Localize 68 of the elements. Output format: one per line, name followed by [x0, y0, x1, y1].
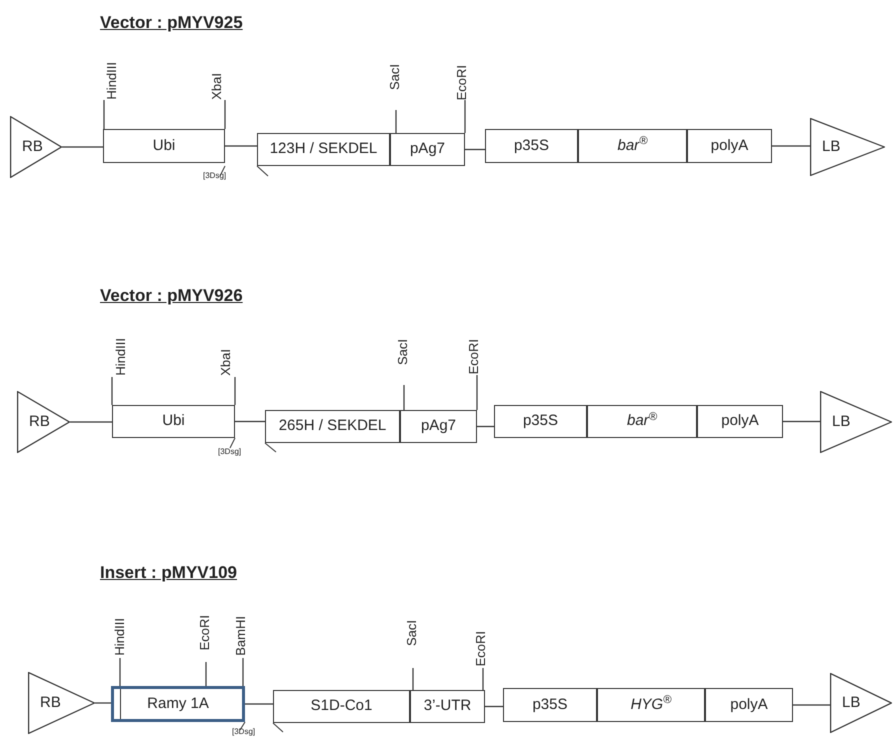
- gene-box: Ramy 1A: [111, 686, 245, 722]
- restriction-site-label: HindIII: [113, 618, 126, 656]
- element-box: pAg7: [390, 133, 465, 166]
- element-box: Ubi: [112, 405, 235, 438]
- leader-line: [482, 668, 484, 690]
- element-box: HYG$^{®}$: [597, 688, 705, 722]
- border-triangle: LB: [820, 391, 892, 453]
- restriction-site-label: EcoRI: [474, 630, 487, 666]
- leader-line: [464, 100, 466, 133]
- element-box: Ubi: [103, 129, 225, 163]
- element-box: bar$^{®}$: [587, 405, 697, 438]
- restriction-site-label: HindIII: [105, 62, 118, 100]
- border-triangle: RB: [17, 391, 70, 453]
- restriction-site-label: BamHI: [234, 616, 247, 656]
- site-note: [3Dsg]: [232, 728, 256, 736]
- connector-line: [95, 702, 111, 704]
- leader-line: [224, 100, 226, 129]
- connector-line: [465, 148, 485, 150]
- border-triangle: RB: [28, 672, 95, 734]
- restriction-site-label: EcoRI: [198, 614, 211, 650]
- connector-line: [485, 706, 503, 708]
- connector-line: [783, 420, 820, 422]
- element-box: polyA: [687, 129, 772, 163]
- leader-line: [119, 658, 121, 686]
- connector-line: [793, 704, 830, 706]
- restriction-site-label: SacI: [388, 64, 401, 90]
- element-box: p35S: [485, 129, 578, 163]
- leader-line: [476, 375, 478, 410]
- element-box: p35S: [503, 688, 597, 722]
- leader-line: [111, 377, 113, 405]
- element-box: 123H / SEKDEL: [257, 133, 390, 166]
- site-note: [3Dsg]: [218, 448, 242, 456]
- connector-line: [62, 146, 103, 148]
- element-box: p35S: [494, 405, 587, 438]
- restriction-site-label: SacI: [396, 338, 409, 365]
- leader-line: [242, 658, 244, 686]
- restriction-site-label: XbaI: [219, 349, 232, 376]
- connector-line: [225, 145, 257, 147]
- connector-line: [235, 420, 265, 422]
- leader-line: [205, 662, 207, 686]
- leader-line: [403, 385, 405, 410]
- border-triangle: RB: [10, 116, 62, 178]
- connector-line: [70, 421, 112, 423]
- element-box: 3’-UTR: [410, 690, 485, 723]
- construct-heading: Vector : pMYV926: [100, 285, 243, 307]
- construct-heading: Vector : pMYV925: [100, 12, 243, 34]
- connector-line: [477, 426, 494, 428]
- leader-line: [234, 377, 236, 405]
- restriction-site-label: EcoRI: [455, 64, 468, 100]
- element-box: polyA: [697, 405, 783, 438]
- leader-line: [103, 100, 105, 129]
- leader-line: [395, 110, 397, 133]
- site-note: [3Dsg]: [203, 172, 226, 180]
- element-box: 265H / SEKDEL: [265, 410, 400, 443]
- element-box: S1D-Co1: [273, 690, 410, 723]
- connector-line: [245, 703, 273, 705]
- border-triangle: LB: [830, 673, 892, 733]
- connector-line: [772, 145, 810, 147]
- leader-line: [412, 668, 414, 690]
- element-box: pAg7: [400, 410, 477, 443]
- restriction-site-label: HindIII: [114, 338, 127, 376]
- construct-heading: Insert : pMYV109: [100, 562, 237, 584]
- element-box: bar$^{®}$: [578, 129, 687, 163]
- element-box: polyA: [705, 688, 793, 722]
- border-triangle: LB: [810, 118, 885, 176]
- restriction-site-label: XbaI: [210, 73, 223, 100]
- restriction-site-label: SacI: [405, 620, 418, 646]
- restriction-site-label: EcoRI: [467, 338, 480, 374]
